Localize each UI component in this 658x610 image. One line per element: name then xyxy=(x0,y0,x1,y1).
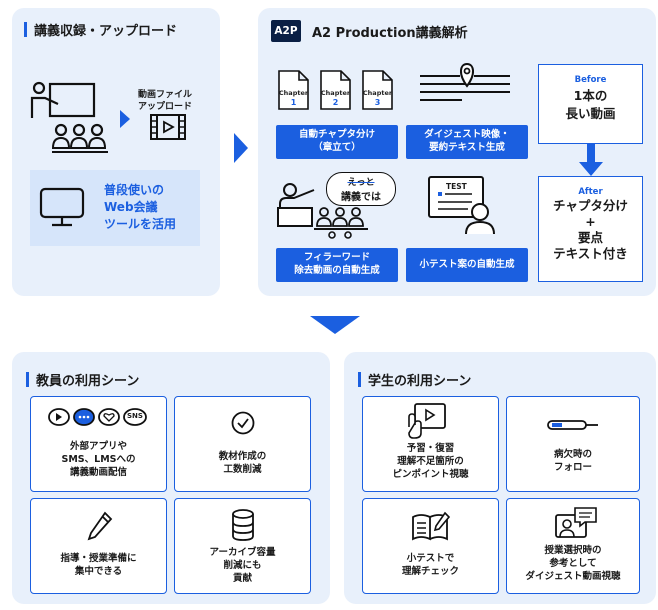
open-book-pen-icon xyxy=(412,511,451,541)
teacher-card-label: アーカイブ容量 削減にも 貢献 xyxy=(209,547,276,584)
student-card-label: 小テストで 理解チェック xyxy=(401,553,459,577)
bubble-text: 講義では xyxy=(341,192,381,203)
student-card-absence: 病欠時の フォロー xyxy=(506,396,640,492)
meeting-tool-text: 普段使いの Web会議 ツールを活用 xyxy=(104,183,177,231)
before-heading: Before xyxy=(574,75,607,85)
digest-label: ダイジェスト映像・ 要約テキスト生成 xyxy=(406,125,528,159)
before-body: 1本の 長い動画 xyxy=(565,88,616,122)
teacher-card-workload: 教材作成の 工数削減 xyxy=(174,396,311,492)
tablet-touch-icon xyxy=(408,403,446,439)
lecturer-icon xyxy=(30,81,108,153)
test-badge: TEST xyxy=(446,182,467,191)
analysis-title: A2 Production講義解析 xyxy=(312,26,468,41)
chapter-doc-icon: Chapter 1 xyxy=(278,70,309,110)
student-card-label: 予習・復習 理解不足箇所の ピンポイント視聴 xyxy=(392,443,469,480)
before-box: Before 1本の 長い動画 xyxy=(538,64,643,144)
test-monitor-icon xyxy=(428,176,495,235)
after-box: After チャプタ分け + 要点 テキスト付き xyxy=(538,176,643,282)
teacher-card-focus: 指導・授業準備に 集中できる xyxy=(30,498,167,594)
student-card-review: 予習・復習 理解不足箇所の ピンポイント視聴 xyxy=(362,396,499,492)
chapter-word: Chapter xyxy=(278,89,309,97)
clock-check-icon xyxy=(231,411,255,435)
sns-badge: SNS xyxy=(127,412,143,420)
chapter-word: Chapter xyxy=(320,89,351,97)
bubble-strike-text: えっと xyxy=(347,178,375,188)
a2p-logo: A2P xyxy=(271,20,301,42)
student-card-selection: 授業選択時の 参考として ダイジェスト動画視聴 xyxy=(506,498,640,594)
upload-label: 動画ファイル アップロード xyxy=(138,90,193,112)
after-body: チャプタ分け + 要点 テキスト付き xyxy=(553,198,628,261)
arrow-right-icon xyxy=(120,110,130,128)
student-card-label: 授業選択時の 参考として ダイジェスト動画視聴 xyxy=(525,545,621,582)
video-chat-icon xyxy=(555,507,597,538)
student-card-quiz: 小テストで 理解チェック xyxy=(362,498,499,594)
thermometer-icon xyxy=(547,420,598,430)
pencil-icon xyxy=(87,511,113,541)
meeting-tool-box xyxy=(30,170,200,246)
chapter-number: 2 xyxy=(332,98,339,107)
arrow-right-large-icon xyxy=(234,133,248,163)
after-heading: After xyxy=(578,187,603,197)
teacher-card-label: 外部アプリや SMS、LMSへの 講義動画配信 xyxy=(61,441,136,478)
recording-panel xyxy=(12,8,220,296)
teacher-card-distribution: SNS 外部アプリや SMS、LMSへの 講義動画配信 xyxy=(30,396,167,492)
arrow-down-large-icon xyxy=(310,316,360,334)
database-icon xyxy=(232,509,254,541)
teacher-panel-title: 教員の利用シーン xyxy=(26,370,139,389)
teacher-card-archive: アーカイブ容量 削減にも 貢献 xyxy=(174,498,311,594)
chapter-number: 3 xyxy=(374,98,381,107)
student-card-label: 病欠時の フォロー xyxy=(553,449,592,473)
recording-panel-title: 講義収録・アップロード xyxy=(24,20,177,39)
video-file-icon xyxy=(150,114,186,140)
speech-bubble: えっと 講義では xyxy=(326,172,396,206)
auto-chapter-label: 自動チャプタ分け （章立て） xyxy=(276,125,398,159)
lecture-hall-icon xyxy=(277,183,368,239)
student-panel-title: 学生の利用シーン xyxy=(358,370,471,389)
chapter-word: Chapter xyxy=(362,89,393,97)
teacher-card-label: 指導・授業準備に 集中できる xyxy=(60,553,137,577)
arrow-down-icon xyxy=(579,144,603,176)
chapter-number: 1 xyxy=(290,98,297,107)
monitor-icon xyxy=(39,187,85,227)
teacher-card-label: 教材作成の 工数削減 xyxy=(218,451,267,475)
chapter-doc-icon: Chapter 2 xyxy=(320,70,351,110)
media-bubbles-icon xyxy=(48,408,147,426)
filler-label: フィラーワード 除去動画の自動生成 xyxy=(276,248,398,282)
quiz-label: 小テスト案の自動生成 xyxy=(406,248,528,282)
chapter-doc-icon: Chapter 3 xyxy=(362,70,393,110)
text-pin-icon xyxy=(420,62,510,101)
